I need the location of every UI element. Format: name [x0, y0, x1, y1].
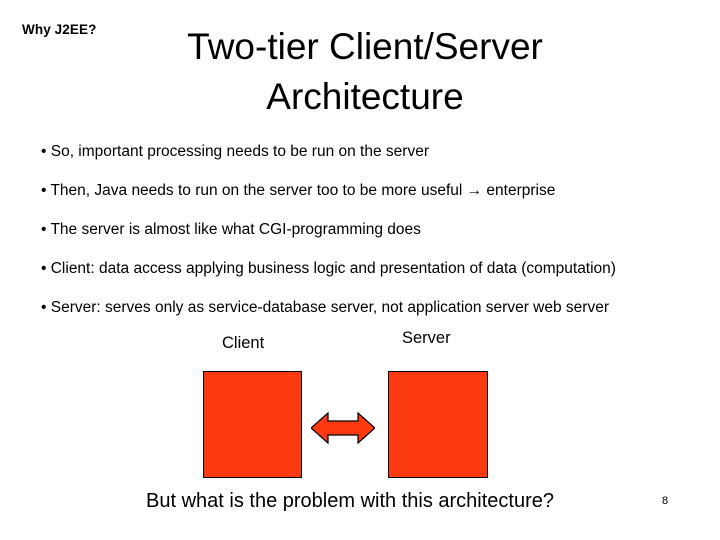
list-item: • Client: data access applying business …	[41, 260, 616, 278]
list-item: • Server: serves only as service-databas…	[41, 299, 609, 317]
closing-question: But what is the problem with this archit…	[146, 490, 554, 512]
client-label: Client	[222, 334, 265, 352]
double-headed-horizontal-arrow-icon	[310, 410, 376, 446]
server-box	[388, 371, 488, 478]
bullet-list: • So, important processing needs to be r…	[30, 140, 660, 335]
slide-kicker: Why J2EE?	[22, 22, 97, 37]
client-box	[203, 371, 302, 478]
server-label: Server	[402, 329, 451, 347]
list-item: • The server is almost like what CGI-pro…	[41, 221, 421, 239]
page-number: 8	[662, 495, 669, 507]
page-title: Two-tier Client/Server Architecture	[187, 26, 543, 117]
list-item: • Then, Java needs to run on the server …	[41, 182, 556, 200]
list-item: • So, important processing needs to be r…	[41, 143, 429, 160]
